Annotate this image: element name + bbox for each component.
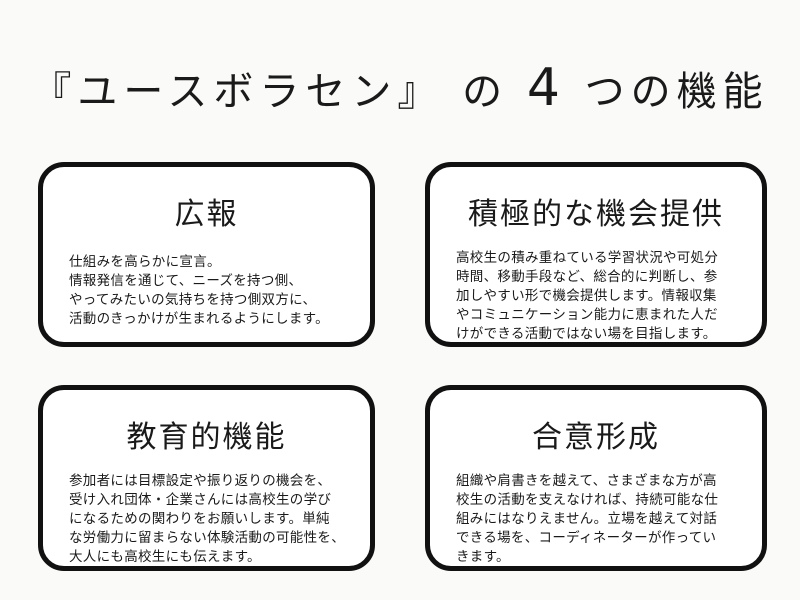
card-body: 組織や肩書きを越えて、さまざまな方が高 校生の活動を支えなければ、持続可能な仕 …: [456, 473, 719, 565]
card-body: 参加者には目標設定や振り返りの機会を、 受け入れ団体・企業さんには高校生の学び …: [69, 473, 345, 565]
page-title-prefix: 『ユースボラセン』 の: [31, 69, 509, 115]
card-consensus: 合意形成 組織や肩書きを越えて、さまざまな方が高 校生の活動を支えなければ、持続…: [425, 385, 767, 571]
card-pr: 広報 仕組みを高らかに宣言。 情報発信を通じて、ニーズを持つ側、 やってみたいの…: [38, 162, 375, 347]
card-title: 教育的機能: [126, 420, 287, 455]
page-title-number: 4: [526, 58, 566, 118]
page-title: 『ユースボラセン』 の 4 つの機能: [0, 58, 800, 118]
card-title: 広報: [174, 197, 239, 232]
page-title-suffix: つの機能: [584, 69, 769, 115]
card-body: 高校生の積み重ねている学習状況や可処分 時間、移動手段など、総合的に判断し、参 …: [456, 250, 719, 342]
card-title: 合意形成: [532, 420, 660, 455]
card-title: 積極的な機会提供: [468, 197, 724, 232]
card-body: 仕組みを高らかに宣言。 情報発信を通じて、ニーズを持つ側、 やってみたいの気持ち…: [69, 254, 329, 327]
card-opportunity: 積極的な機会提供 高校生の積み重ねている学習状況や可処分 時間、移動手段など、総…: [425, 162, 767, 347]
card-education: 教育的機能 参加者には目標設定や振り返りの機会を、 受け入れ団体・企業さんには高…: [38, 385, 375, 571]
